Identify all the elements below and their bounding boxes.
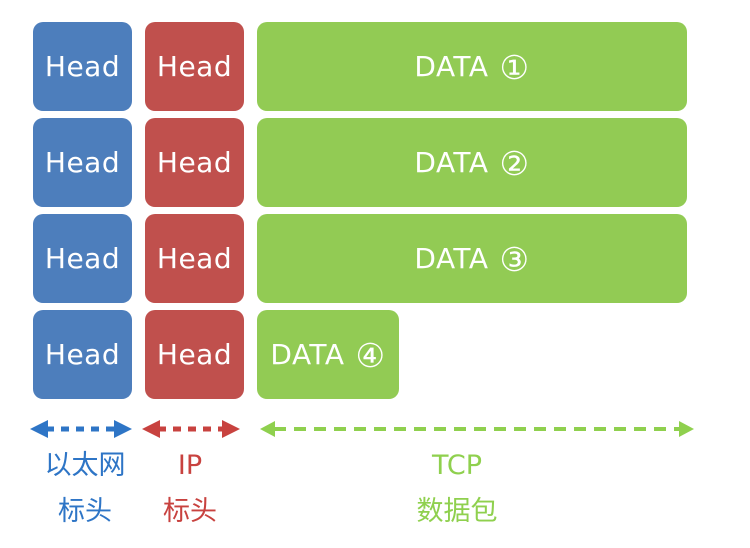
- ip-legend-line2: 标头: [163, 496, 217, 527]
- tcp-legend-line1: TCP: [431, 450, 483, 481]
- ip-legend-line1: IP: [177, 450, 203, 481]
- tcp-data-number: ③: [499, 240, 530, 279]
- ethernet-head-box: Head: [33, 118, 132, 207]
- tcp-data-number: ②: [499, 144, 530, 183]
- ethernet-head-box: Head: [33, 22, 132, 111]
- ethernet-legend-line1: 以太网: [44, 450, 126, 481]
- tcp-data-label: DATA: [414, 242, 489, 275]
- tcp-data-box: DATA ①: [257, 22, 687, 111]
- ip-head-box: Head: [145, 310, 244, 399]
- ethernet-head-box: Head: [33, 214, 132, 303]
- tcp-data-label: DATA: [270, 338, 345, 371]
- tcp-data-label: DATA: [414, 50, 489, 83]
- tcp-data-label: DATA: [414, 146, 489, 179]
- ip-extent-arrow-icon: [142, 420, 240, 438]
- ethernet-legend: 以太网 标头: [15, 452, 155, 544]
- ethernet-legend-line2: 标头: [58, 496, 112, 527]
- ip-head-box: Head: [145, 214, 244, 303]
- ip-head-box: Head: [145, 118, 244, 207]
- tcp-data-box: DATA ④: [257, 310, 399, 399]
- ip-legend: IP 标头: [120, 452, 260, 544]
- tcp-legend: TCP 数据包: [387, 452, 527, 544]
- tcp-data-box: DATA ②: [257, 118, 687, 207]
- ip-head-box: Head: [145, 22, 244, 111]
- tcp-data-box: DATA ③: [257, 214, 687, 303]
- tcp-extent-arrow-icon: [260, 421, 694, 437]
- tcp-data-number: ①: [499, 48, 530, 87]
- tcp-legend-line2: 数据包: [416, 496, 498, 527]
- tcp-data-number: ④: [355, 336, 386, 375]
- ethernet-head-box: Head: [33, 310, 132, 399]
- ethernet-extent-arrow-icon: [30, 420, 132, 438]
